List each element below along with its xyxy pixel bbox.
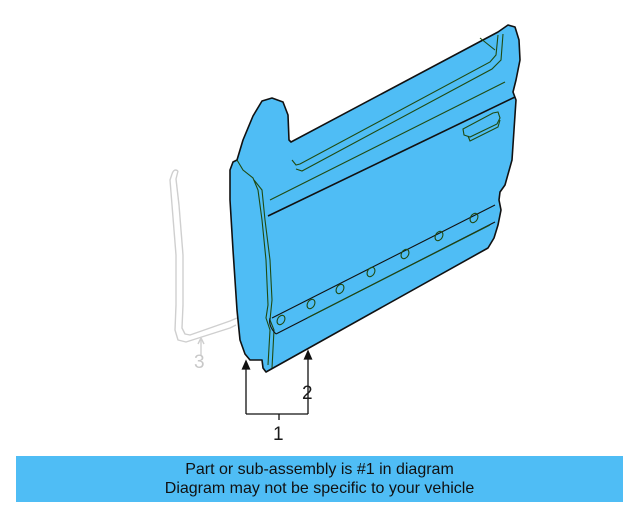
callout-number-2[interactable]: 2 bbox=[302, 383, 313, 404]
window-frame-line bbox=[291, 34, 499, 166]
belt-crease bbox=[267, 96, 516, 217]
window-frame-line bbox=[295, 33, 504, 172]
callout-number-1[interactable]: 1 bbox=[273, 424, 284, 445]
bolt-holes bbox=[276, 212, 479, 326]
door-shell-part-1 bbox=[229, 24, 521, 373]
callout-leader-lines bbox=[241, 349, 313, 420]
front-edge-flange bbox=[236, 159, 271, 366]
door-handle-recess bbox=[462, 111, 501, 142]
callout-number-3[interactable]: 3 bbox=[194, 352, 205, 373]
door-outer-silhouette bbox=[229, 24, 521, 373]
rocker-molding-strip bbox=[269, 204, 496, 335]
belt-line bbox=[269, 81, 506, 201]
diagram-info-banner: Part or sub-assembly is #1 in diagram Di… bbox=[16, 456, 623, 502]
banner-line-part-number: Part or sub-assembly is #1 in diagram bbox=[185, 461, 454, 478]
banner-line-disclaimer: Diagram may not be specific to your vehi… bbox=[164, 480, 475, 497]
weatherstrip-seal-part-3 bbox=[169, 169, 238, 355]
